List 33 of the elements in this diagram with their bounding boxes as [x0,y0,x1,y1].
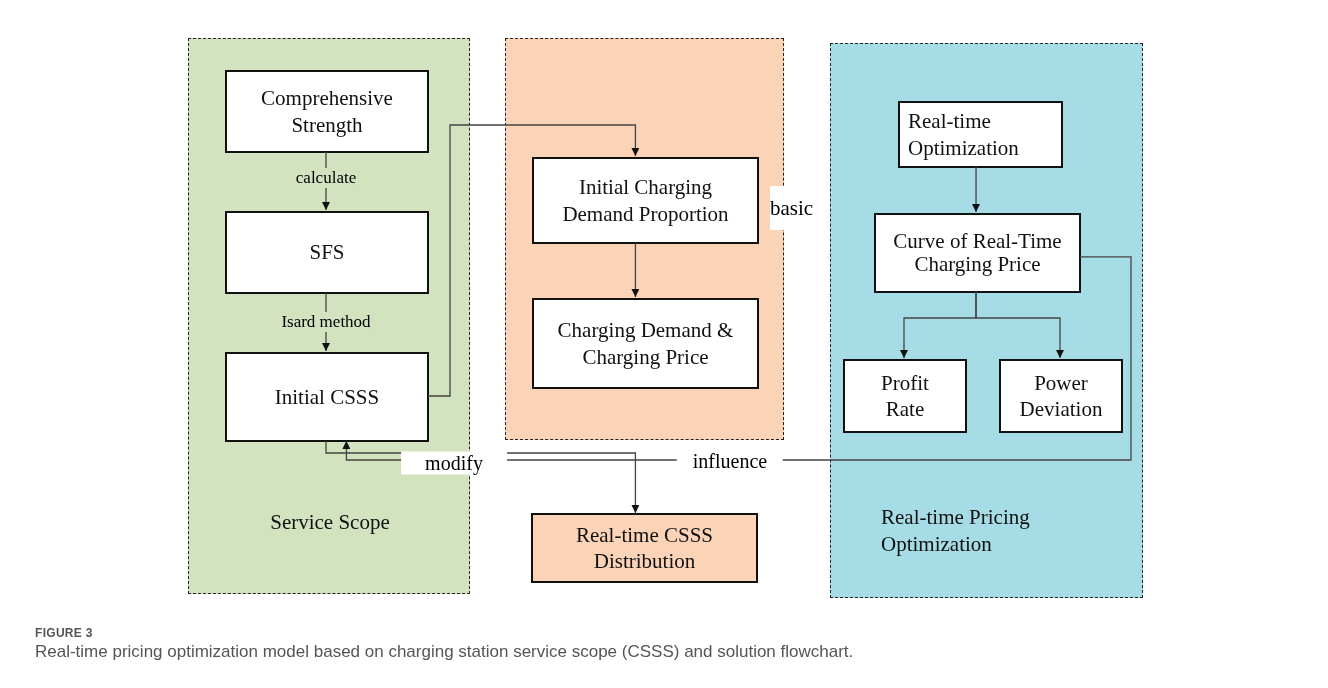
box-label: Initial CSSS [274,383,380,411]
edge-label: modify [401,451,507,475]
box-label: Real-time CSSS Distribution [574,521,715,575]
box-label: Real-time Optimization [908,108,1020,161]
process-box [225,70,429,153]
box-label: Power Deviation [1018,369,1104,423]
process-box [225,352,429,442]
arrow [972,166,980,213]
process-box [531,513,758,583]
edge-label: calculate [293,168,359,188]
edge-label: Isard method [279,312,373,332]
group-title: Real-time Pricing Optimization [881,504,1031,559]
process-box [999,359,1123,433]
process-box [532,298,759,389]
figure-caption: Real-time pricing optimization model based on charging station service scope (CSSS) and solution flowchart. [35,642,854,662]
arrow [975,291,1064,359]
process-box [532,157,759,244]
figure-number: FIGURE 3 [35,626,93,642]
arrow [427,124,640,397]
box-label: Profit Rate [880,369,930,423]
box-label: Charging Demand & Charging Price [556,317,735,370]
relation-label: basic [770,186,814,230]
box-label: SFS [309,239,345,266]
dashed-group-panel [830,43,1143,598]
process-box [843,359,967,433]
box-label: Initial Charging Demand Proportion [561,174,730,227]
box-label: Comprehensive Strength [260,85,394,138]
process-box [225,211,429,294]
group-title: Service Scope [269,509,391,536]
process-box [898,101,1063,168]
process-box [874,213,1081,293]
box-label: Curve of Real-Time Charging Price [892,230,1063,276]
arrow [631,242,640,298]
